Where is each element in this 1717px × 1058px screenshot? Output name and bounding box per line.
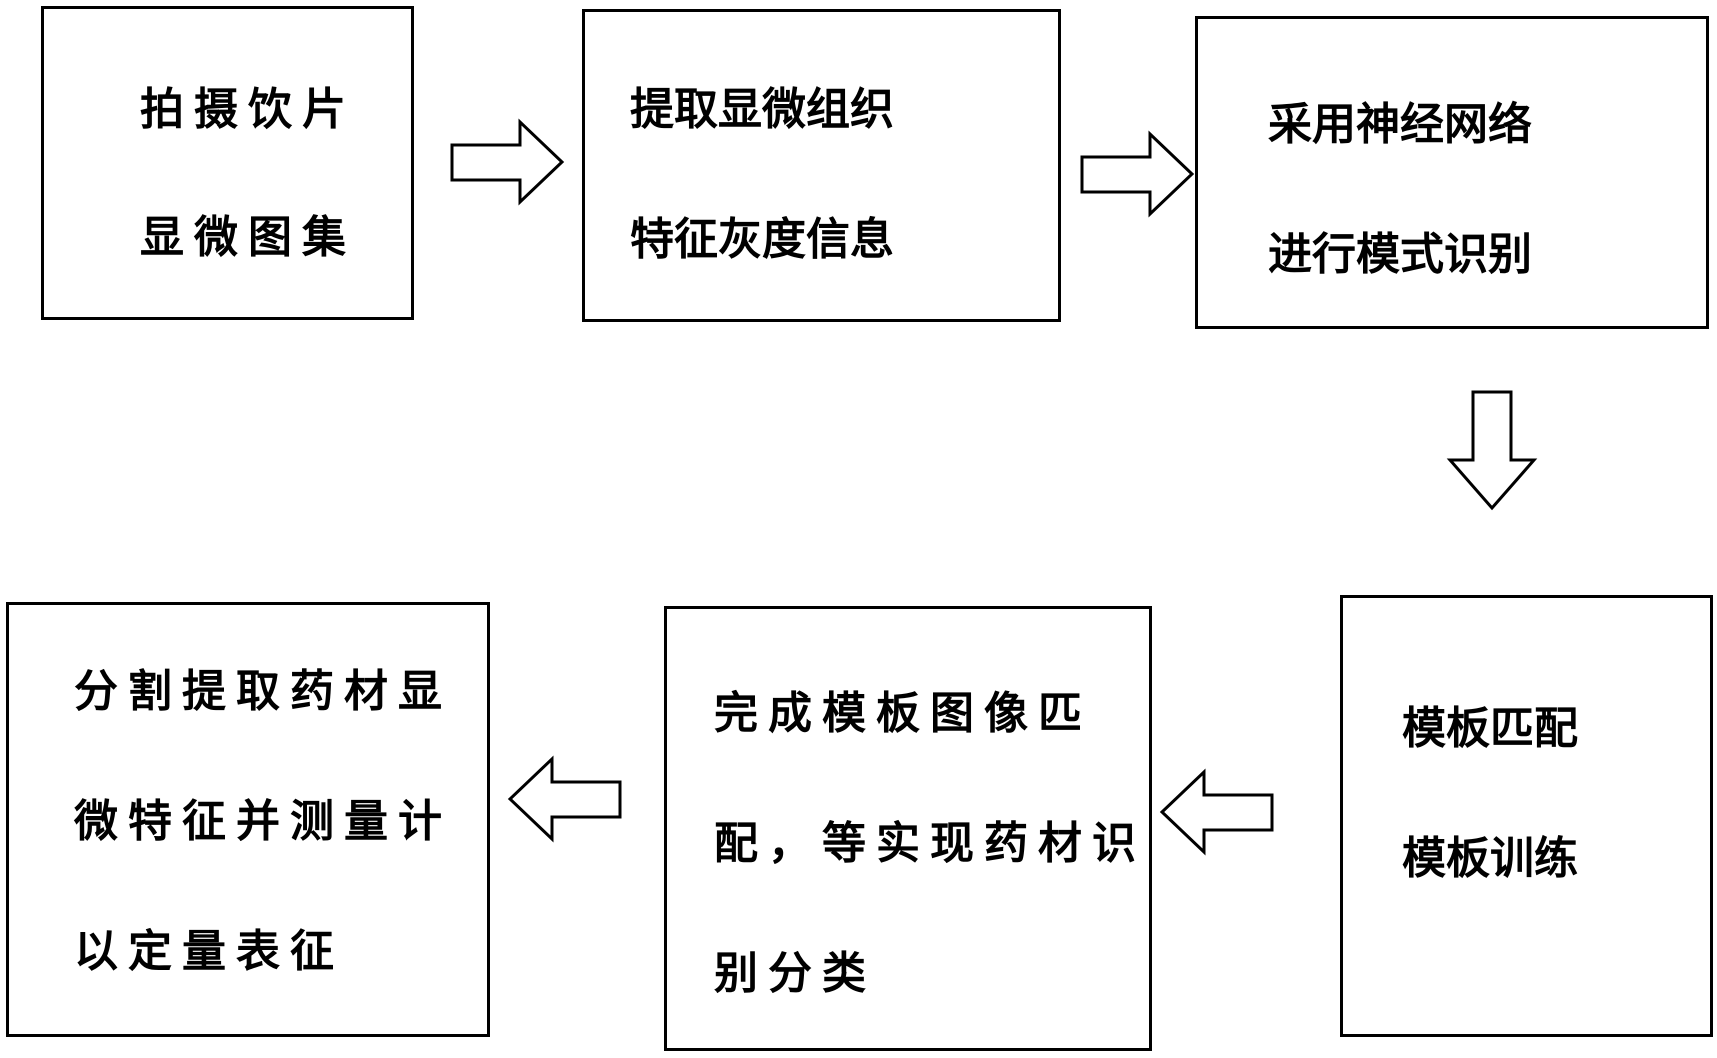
step-quantify-line-2: 微特征并测量计 [74, 796, 452, 847]
step-identify-line-2: 配，等实现药材识 [714, 818, 1146, 869]
arrow-left-icon [507, 755, 622, 843]
step-extract-line-1: 提取显微组织 [630, 84, 894, 135]
step-box-template-matching [1340, 595, 1713, 1037]
step-quantify-line-1: 分割提取药材显 [74, 666, 452, 717]
arrow-right-icon [450, 118, 565, 206]
step-box-identify-classify [664, 606, 1152, 1051]
step-capture-line-2: 显微图集 [140, 212, 356, 263]
step-box-capture [41, 6, 414, 320]
arrow-left-icon [1159, 768, 1274, 856]
step-template-line-1: 模板匹配 [1402, 703, 1578, 754]
step-identify-line-3: 别分类 [714, 948, 876, 999]
step-template-line-2: 模板训练 [1402, 833, 1578, 884]
step-capture-line-1: 拍摄饮片 [140, 84, 356, 135]
step-box-quantify [6, 602, 490, 1037]
arrow-down-icon [1446, 390, 1538, 511]
step-neural-line-1: 采用神经网络 [1268, 99, 1532, 150]
step-box-neural-network [1195, 16, 1709, 329]
step-extract-line-2: 特征灰度信息 [630, 214, 894, 265]
step-identify-line-1: 完成模板图像匹 [714, 688, 1092, 739]
arrow-right-icon [1080, 130, 1195, 218]
step-neural-line-2: 进行模式识别 [1268, 229, 1532, 280]
step-box-extract-features [582, 9, 1061, 322]
step-quantify-line-3: 以定量表征 [74, 926, 344, 977]
